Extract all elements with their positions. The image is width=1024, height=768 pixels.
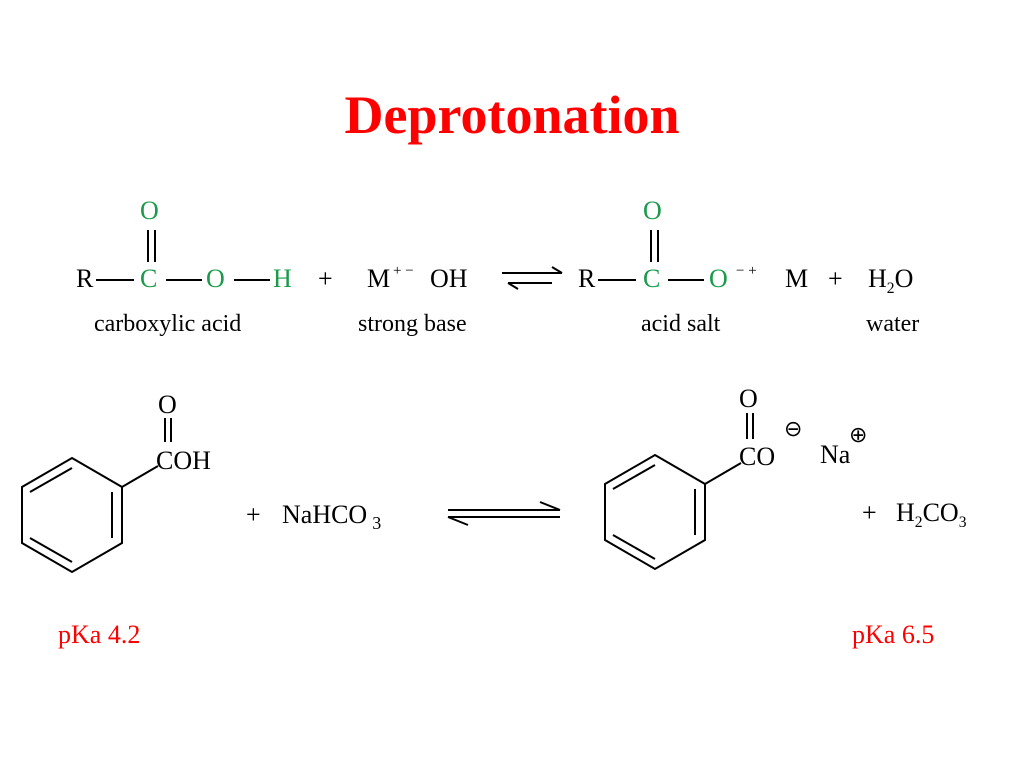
benzene-ring-left <box>21 456 123 574</box>
metal-cation: M <box>367 264 391 293</box>
page-title: Deprotonation <box>344 85 680 145</box>
positive-charge-icon: ⊕ <box>849 422 868 447</box>
bond-ring-carboxylate <box>704 462 742 485</box>
sodium-cation: Na <box>820 440 851 469</box>
plus-sign-3: + <box>246 500 261 529</box>
benzoic-acid-group: COH <box>156 446 211 475</box>
strong-base-label: strong base <box>358 311 467 337</box>
bond-ring-carboxyl <box>121 465 159 488</box>
plus-sign-4: + <box>862 498 877 527</box>
pka-benzoic-acid: pKa 4.2 <box>58 620 141 649</box>
r-group: R <box>76 264 94 293</box>
salt-charges: − + <box>736 263 757 279</box>
hydroxide: OH <box>430 264 468 293</box>
hydroxyl-oxygen: O <box>206 264 225 293</box>
product-carbonyl-oxygen: O <box>643 196 662 225</box>
benzoate-carbonyl-oxygen: O <box>739 384 758 413</box>
carbonic-acid: H2CO3 <box>896 498 967 532</box>
metal-counterion: M <box>785 264 809 293</box>
benzoate-group: CO <box>739 442 776 471</box>
water-label: water <box>866 311 920 337</box>
pka-carbonic-acid: pKa 6.5 <box>852 620 935 649</box>
plus-sign-2: + <box>828 264 843 293</box>
benzene-ring-right <box>604 453 706 571</box>
product-r-group: R <box>578 264 596 293</box>
carbon-atom: C <box>140 264 158 293</box>
product-oxygen: O <box>709 264 728 293</box>
carboxylic-acid-label: carboxylic acid <box>94 311 242 337</box>
product-carbon-atom: C <box>643 264 661 293</box>
benzoic-carbonyl-oxygen: O <box>158 390 177 419</box>
acidic-hydrogen: H <box>273 264 292 293</box>
negative-charge-icon: ⊖ <box>784 416 803 441</box>
plus-sign: + <box>318 264 333 293</box>
water-formula: H2O <box>868 264 914 298</box>
base-charges: + − <box>393 263 414 279</box>
acid-salt-label: acid salt <box>641 311 721 337</box>
carbonyl-oxygen: O <box>140 196 159 225</box>
